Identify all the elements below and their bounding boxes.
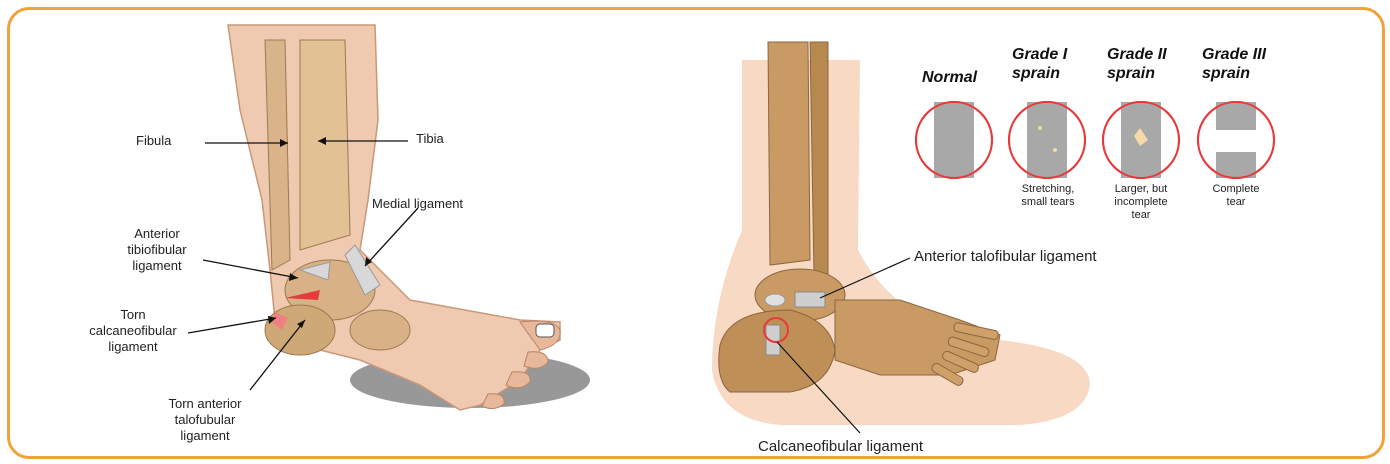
toenail <box>536 324 554 337</box>
grade-title-1: Grade I sprain <box>1012 45 1067 83</box>
medial-leader <box>365 208 418 266</box>
label-tibia: Tibia <box>416 131 444 147</box>
grade-title-3: Grade III sprain <box>1202 45 1266 83</box>
label-medial-ligament: Medial ligament <box>372 196 463 212</box>
label-torn-calcaneofibular: Torn calcaneofibular ligament <box>80 307 186 355</box>
label-anterior-talofibular: Anterior talofibular ligament <box>914 248 1097 265</box>
tibia-bone <box>300 40 350 250</box>
left-ankle-illustration <box>0 0 700 464</box>
grade-desc-1: Stretching, small tears <box>1012 183 1084 209</box>
label-fibula: Fibula <box>136 133 171 149</box>
grade-desc-3: Complete tear <box>1202 183 1270 209</box>
torn-calc-leader <box>188 318 276 333</box>
grade-desc-2: Larger, but incomplete tear <box>1104 183 1178 222</box>
grade-title-normal: Normal <box>922 68 977 87</box>
label-anterior-tibiofibular: Anterior tibiofibular ligament <box>112 226 202 274</box>
label-calcaneofibular: Calcaneofibular ligament <box>758 438 923 455</box>
label-torn-anterior-talofibular: Torn anterior talofubular ligament <box>150 396 260 444</box>
grade-title-2: Grade II sprain <box>1107 45 1167 83</box>
toe-2 <box>524 352 548 369</box>
navicular-bone <box>350 310 410 350</box>
